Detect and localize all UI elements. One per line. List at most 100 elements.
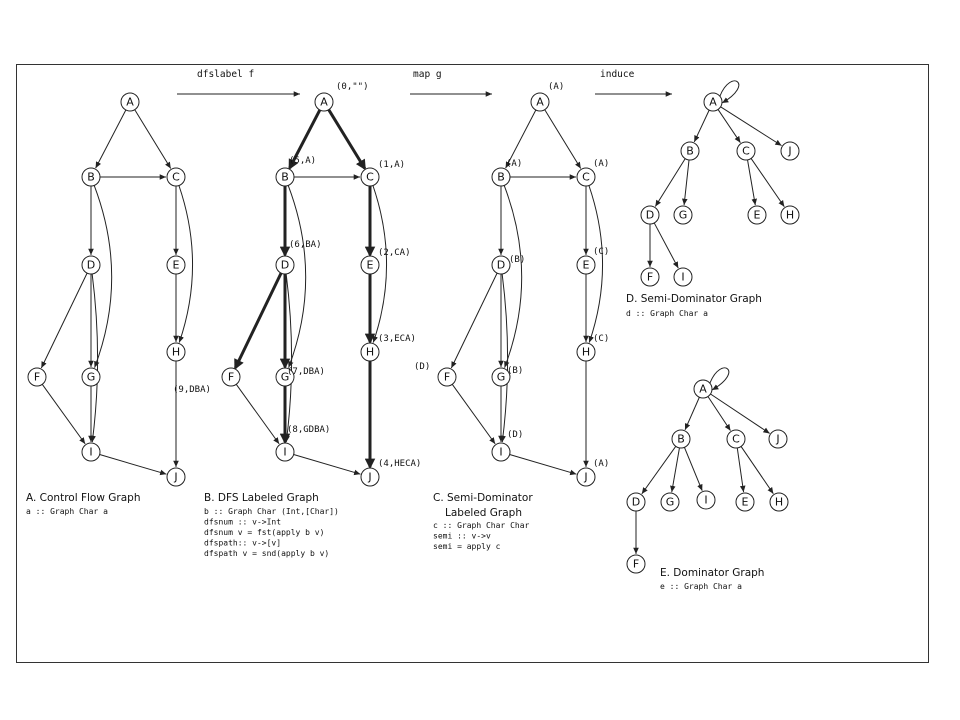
svg-text:A: A [126,96,134,109]
graph-a-edge-i-j [99,454,167,476]
svg-text:H: H [582,346,590,359]
graph-e-node-g: G [660,492,680,512]
graph-e-node-f: F [626,554,646,574]
transform-arrow-label-3: induce [600,69,635,80]
graph-d-node-c: C [736,141,756,161]
graph-d-edge-d-i [653,222,679,269]
svg-text:A: A [536,96,544,109]
graph-b-label-f: (9,DBA) [173,385,211,395]
graph-d-node-h: H [780,205,800,225]
graph-b-edge-f-i [235,384,280,445]
graph-e-node-c: C [726,429,746,449]
graph-e-edge-c-e [736,447,746,493]
graph-c-label-d: (B) [509,255,525,265]
svg-text:D: D [281,259,289,272]
graph-a-node-b: B [81,167,101,187]
graph-b-node-a: A [314,92,334,112]
graph-a-edge-b-g [93,185,113,368]
graph-c-node-i: I [491,442,511,462]
svg-text:J: J [787,145,791,158]
svg-text:E: E [754,209,761,222]
graph-c-node-b: B [491,167,511,187]
graph-c-label-a: (A) [548,82,564,92]
graph-e-edge-b-i [683,447,703,491]
svg-text:F: F [633,558,639,571]
graph-a-edge-f-i [41,384,86,445]
graph-b-label-a: (0,"") [336,82,369,92]
graph-a-caption: A. Control Flow Graph [26,492,140,504]
graph-b-node-g: G [275,367,295,387]
graph-e-node-a: A [693,379,713,399]
graph-c-edge-b-g [503,185,523,368]
graph-c-edge-i-j [509,454,577,476]
svg-text:C: C [742,145,750,158]
graph-e-edge-a-j [710,393,770,434]
graph-b-label-i: (8,GDBA) [287,425,330,435]
svg-text:H: H [775,496,783,509]
svg-text:E: E [367,259,374,272]
graph-d-edge-a-b [693,109,710,143]
svg-text:D: D [497,259,505,272]
graph-d-node-g: G [673,205,693,225]
graph-a-node-d: D [81,255,101,275]
graph-e-node-b: B [671,429,691,449]
graph-a-code-line-1: a :: Graph Char a [26,507,108,516]
svg-text:G: G [281,371,290,384]
svg-text:J: J [367,471,371,484]
graph-e-edge-b-d [641,446,677,495]
graph-d-node-j: J [780,141,800,161]
graph-a-node-c: C [166,167,186,187]
graph-b-label-j: (4,HECA) [378,459,421,469]
graph-c-edge-a-b [505,109,537,169]
svg-text:A: A [699,383,707,396]
graph-b-code-line-4: dfspath:: v->[v] [204,539,281,548]
figure-frame [16,64,929,663]
svg-text:G: G [497,371,506,384]
graph-b-node-e: E [360,255,380,275]
graph-d-edge-b-g [681,159,690,206]
graph-c-label-j: (A) [593,459,609,469]
svg-text:F: F [228,371,234,384]
graph-c-node-g: G [491,367,511,387]
graph-c-label-e: (C) [593,247,609,257]
graph-c-label-b: (A) [506,159,522,169]
graph-c-label-c: (A) [593,159,609,169]
graph-a-node-h: H [166,342,186,362]
graph-e-caption: E. Dominator Graph [660,567,764,579]
graph-b-edge-c-h [372,185,387,343]
graph-b-label-g: (7,DBA) [287,367,325,377]
svg-text:E: E [583,259,590,272]
svg-text:G: G [666,496,675,509]
graph-c-edge-f-i [451,384,496,445]
graph-d-node-a: A [703,92,723,112]
transform-arrow-label-2: map g [413,69,442,80]
svg-text:G: G [679,209,688,222]
svg-text:J: J [583,471,587,484]
graph-b-node-b: B [275,167,295,187]
graph-b-code-line-3: dfsnum v = fst(apply b v) [204,528,324,537]
graph-e-node-e: E [735,492,755,512]
graph-b-label-c: (1,A) [378,160,405,170]
graph-b-edge-a-b [288,109,322,170]
graph-c-node-f: F [437,367,457,387]
graph-e-node-j: J [768,429,788,449]
graph-a-edge-a-b [95,109,127,169]
svg-text:A: A [320,96,328,109]
graph-e-code-line-1: e :: Graph Char a [660,582,742,591]
graph-e-edge-a-b [684,397,700,431]
svg-text:H: H [786,209,794,222]
graph-a-node-i: I [81,442,101,462]
edges-layer [40,80,785,554]
graph-c-label-i: (D) [507,430,523,440]
graph-c-code-line-2: semi :: v->v [433,532,491,541]
svg-text:J: J [775,433,779,446]
graph-d-edge-a-j [720,106,782,147]
svg-text:C: C [366,171,374,184]
graph-d-node-b: B [680,141,700,161]
graph-b-edge-d-f [233,272,283,370]
svg-text:B: B [686,145,694,158]
graph-e-edge-b-g [670,447,680,493]
graph-b-node-i: I [275,442,295,462]
svg-text:B: B [87,171,95,184]
graph-c-label-h: (C) [593,334,609,344]
